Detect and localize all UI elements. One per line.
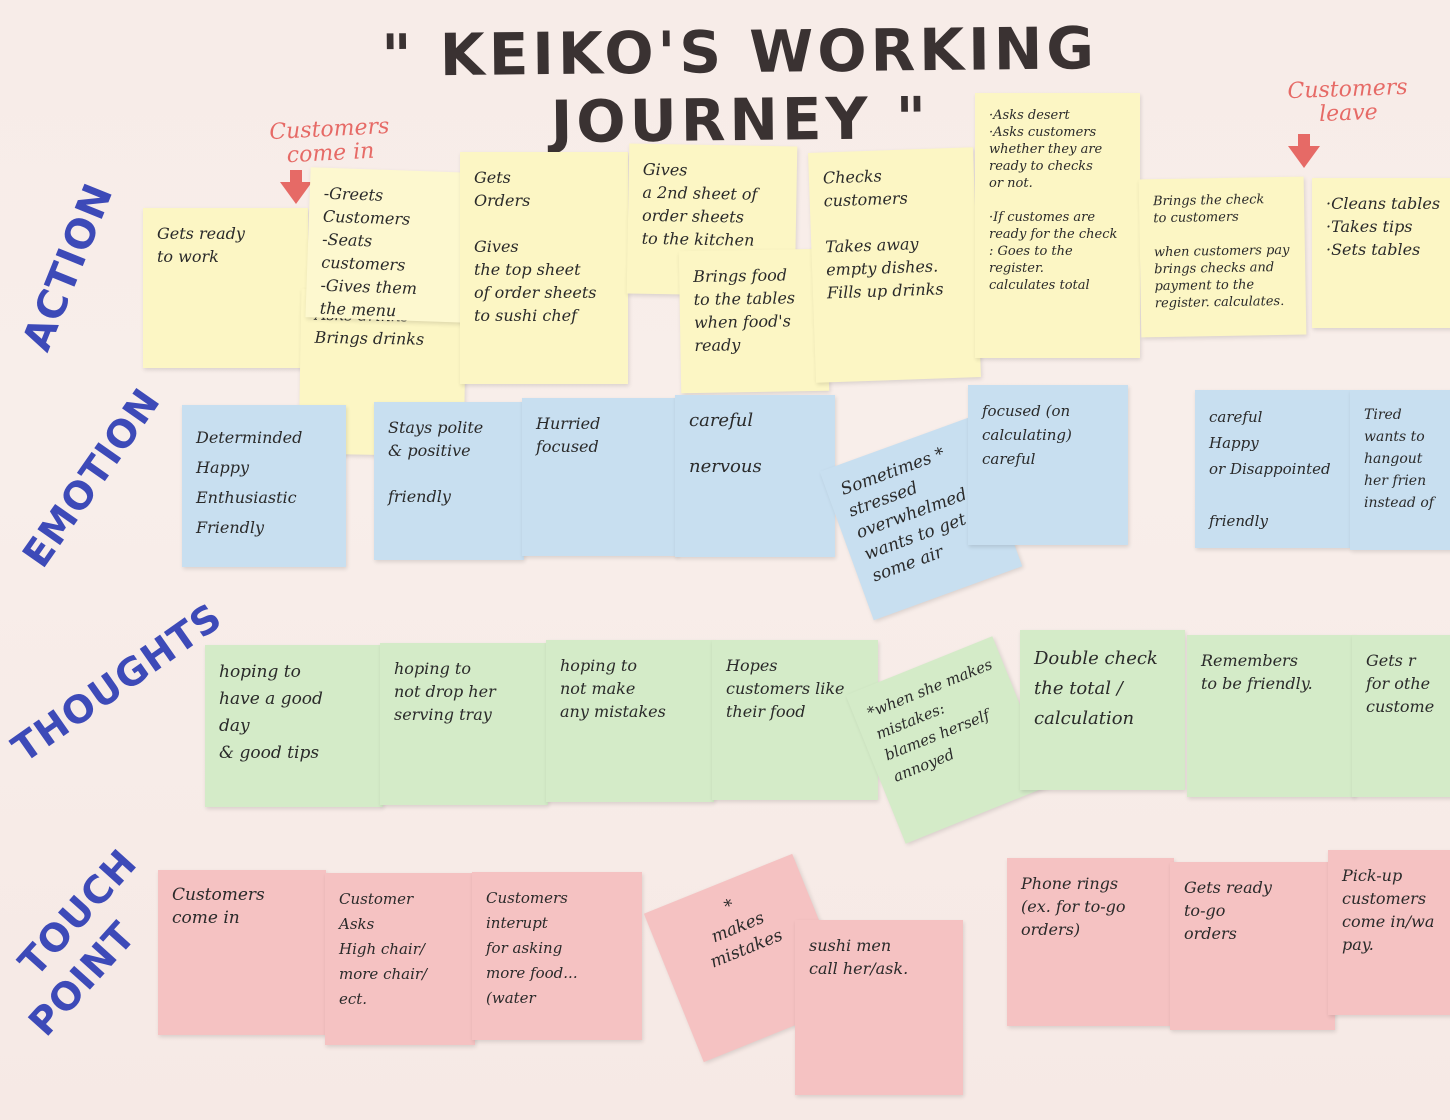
row-label-thoughts: THOUGHTS [4,594,231,772]
emotion-note: Determinded Happy Enthusiastic Friendly [182,405,346,567]
touchpoint-note: Pick-up customers come in/wa pay. [1328,850,1450,1015]
touchpoint-note: Phone rings (ex. for to-go orders) [1007,858,1174,1026]
action-note: Gets ready to work [143,208,308,368]
arrow-down-icon [1288,146,1320,168]
action-note: Brings food to the tables when food's re… [678,248,830,394]
touchpoint-note: Customer Asks High chair/ more chair/ ec… [325,873,475,1045]
action-note: ·Asks desert ·Asks customers whether the… [975,93,1140,358]
touchpoint-note: Gets ready to-go orders [1170,862,1335,1030]
thoughts-note: Double check the total / calculation [1020,630,1185,790]
touchpoint-note: Customers interupt for asking more food.… [472,872,642,1040]
row-label-emotion: EMOTION [14,380,169,576]
emotion-note: Stays polite & positive friendly [374,402,524,560]
thoughts-note: Hopes customers like their food [712,640,878,800]
action-note: -Greets Customers -Seats customers -Give… [305,167,473,323]
emotion-note: Tired wants to hangout her frien instead… [1350,390,1450,550]
action-note: Gets Orders Gives the top sheet of order… [460,152,628,384]
emotion-note: careful Happy or Disappointed friendly [1195,390,1350,548]
thoughts-note: Remembers to be friendly. [1187,635,1355,797]
action-note: Checks customers Takes away empty dishes… [808,147,981,383]
action-note: ·Cleans tables ·Takes tips ·Sets tables [1312,178,1450,328]
thoughts-note: hoping to not make any mistakes [546,640,714,802]
annotation-customers-come-in: Customers come in [268,113,390,169]
touchpoint-note: Customers come in [158,870,326,1035]
emotion-note: Hurried focused [522,398,678,556]
emotion-note: careful nervous [675,395,835,557]
thoughts-note: hoping to not drop her serving tray [380,643,548,805]
emotion-note: focused (on calculating) careful [968,385,1128,545]
arrow-down-icon [1298,134,1310,148]
arrow-down-icon [280,182,312,204]
row-label-action: ACTION [14,176,123,358]
thoughts-note: hoping to have a good day & good tips [205,645,383,807]
thoughts-note: Gets r for othe custome [1352,635,1450,797]
touchpoint-note: sushi men call her/ask. [795,920,963,1095]
annotation-customers-leave: Customers leave [1287,74,1408,128]
action-note: Brings the check to customers when custo… [1138,176,1307,338]
arrow-down-icon [290,170,302,184]
